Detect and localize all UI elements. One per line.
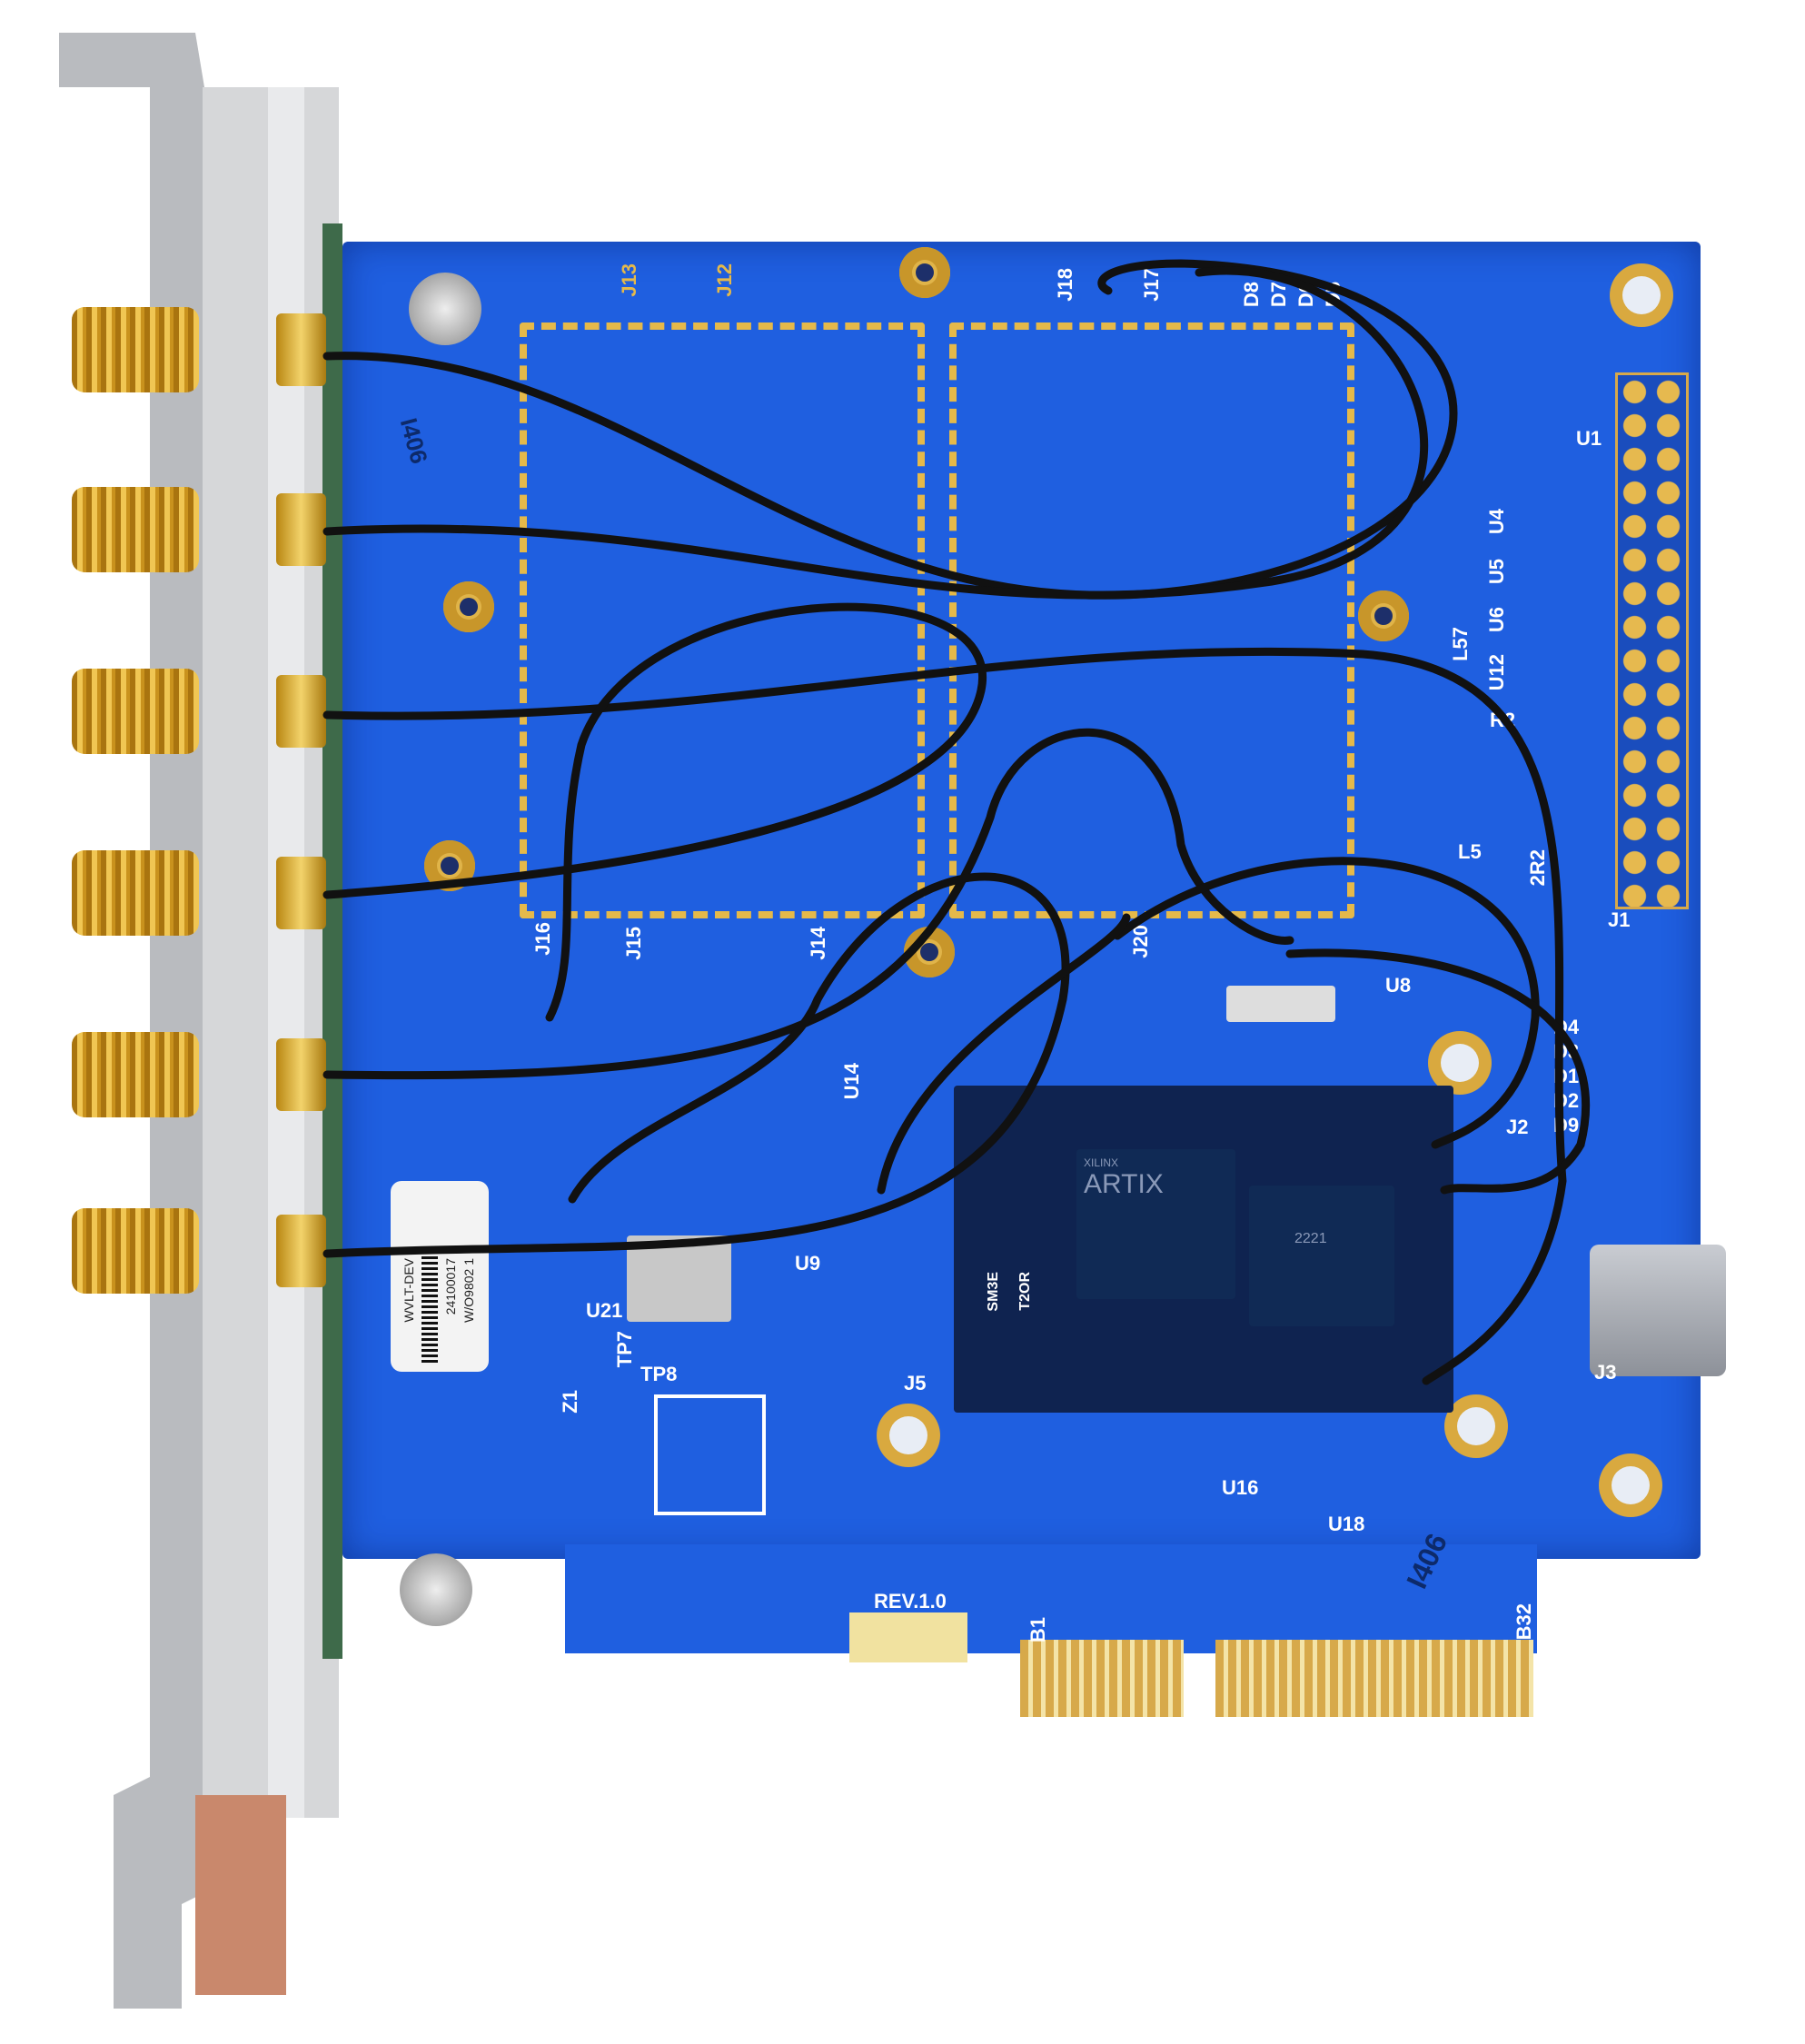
coax-cable [322, 872, 1070, 1258]
serial-sticker: WVLT-DEV 24100017 W/O9802 1 [391, 1181, 489, 1372]
silk-j5: J5 [904, 1372, 927, 1394]
silk-u21: U21 [586, 1299, 623, 1322]
silk-u1: U1 [1576, 427, 1602, 450]
chip-marking: 2221 [1294, 1231, 1327, 1246]
ffc-connector [1226, 986, 1335, 1022]
sma-connector-1[interactable] [72, 300, 326, 400]
via-hole [899, 247, 950, 298]
module-u21 [627, 1235, 731, 1322]
coax-cable [322, 602, 987, 1022]
mounting-hole [1428, 1031, 1492, 1095]
coax-cable [322, 266, 1429, 600]
via-hole [1358, 590, 1409, 641]
silk-l5: L5 [1458, 840, 1482, 863]
via-hole [443, 581, 494, 632]
mounting-hole [877, 1404, 940, 1467]
sma-connector-3[interactable] [72, 661, 326, 761]
silk-tp8: TP8 [640, 1363, 678, 1385]
mounting-hole [1444, 1394, 1508, 1458]
rev-pad [849, 1612, 967, 1662]
mounting-hole [1599, 1454, 1662, 1517]
coax-cable [322, 647, 1567, 1385]
edge-fingers-left [1020, 1640, 1184, 1717]
coax-cable [322, 728, 1294, 1080]
silk-u8: U8 [1385, 974, 1412, 997]
sma-connector-5[interactable] [72, 1025, 326, 1125]
silk-u16: U16 [1222, 1476, 1259, 1499]
mounting-hole [1610, 263, 1673, 327]
sma-connector-6[interactable] [72, 1201, 326, 1301]
silk-j3: J3 [1594, 1361, 1617, 1384]
sma-connector-4[interactable] [72, 843, 326, 943]
pcb-edge-tab [565, 1544, 1537, 1653]
silk-j2: J2 [1506, 1116, 1529, 1138]
silk-u9: U9 [795, 1252, 821, 1275]
edge-fingers-right [1215, 1640, 1533, 1717]
usb-c-port[interactable] [1590, 1245, 1726, 1376]
footprint-outline [654, 1394, 766, 1515]
revision-label: REV.1.0 [874, 1590, 947, 1612]
coax-cable [1285, 948, 1591, 1195]
fpga-vendor: XILINX [1084, 1156, 1119, 1169]
rf-transceiver-chip: 2221 [1249, 1186, 1394, 1326]
fpga-chip: XILINX ARTIX [1076, 1149, 1235, 1299]
silk-u18: U18 [1328, 1513, 1365, 1535]
pin-header-j1 [1615, 372, 1689, 909]
coax-cable [1113, 857, 1540, 1149]
screw [409, 273, 481, 345]
screw [400, 1553, 472, 1626]
silk-j1: J1 [1608, 908, 1631, 931]
sma-connector-2[interactable] [72, 480, 326, 580]
coax-cable [322, 259, 1458, 600]
fpga-brand: ARTIX [1084, 1169, 1164, 1199]
coax-cable [877, 913, 1131, 1195]
